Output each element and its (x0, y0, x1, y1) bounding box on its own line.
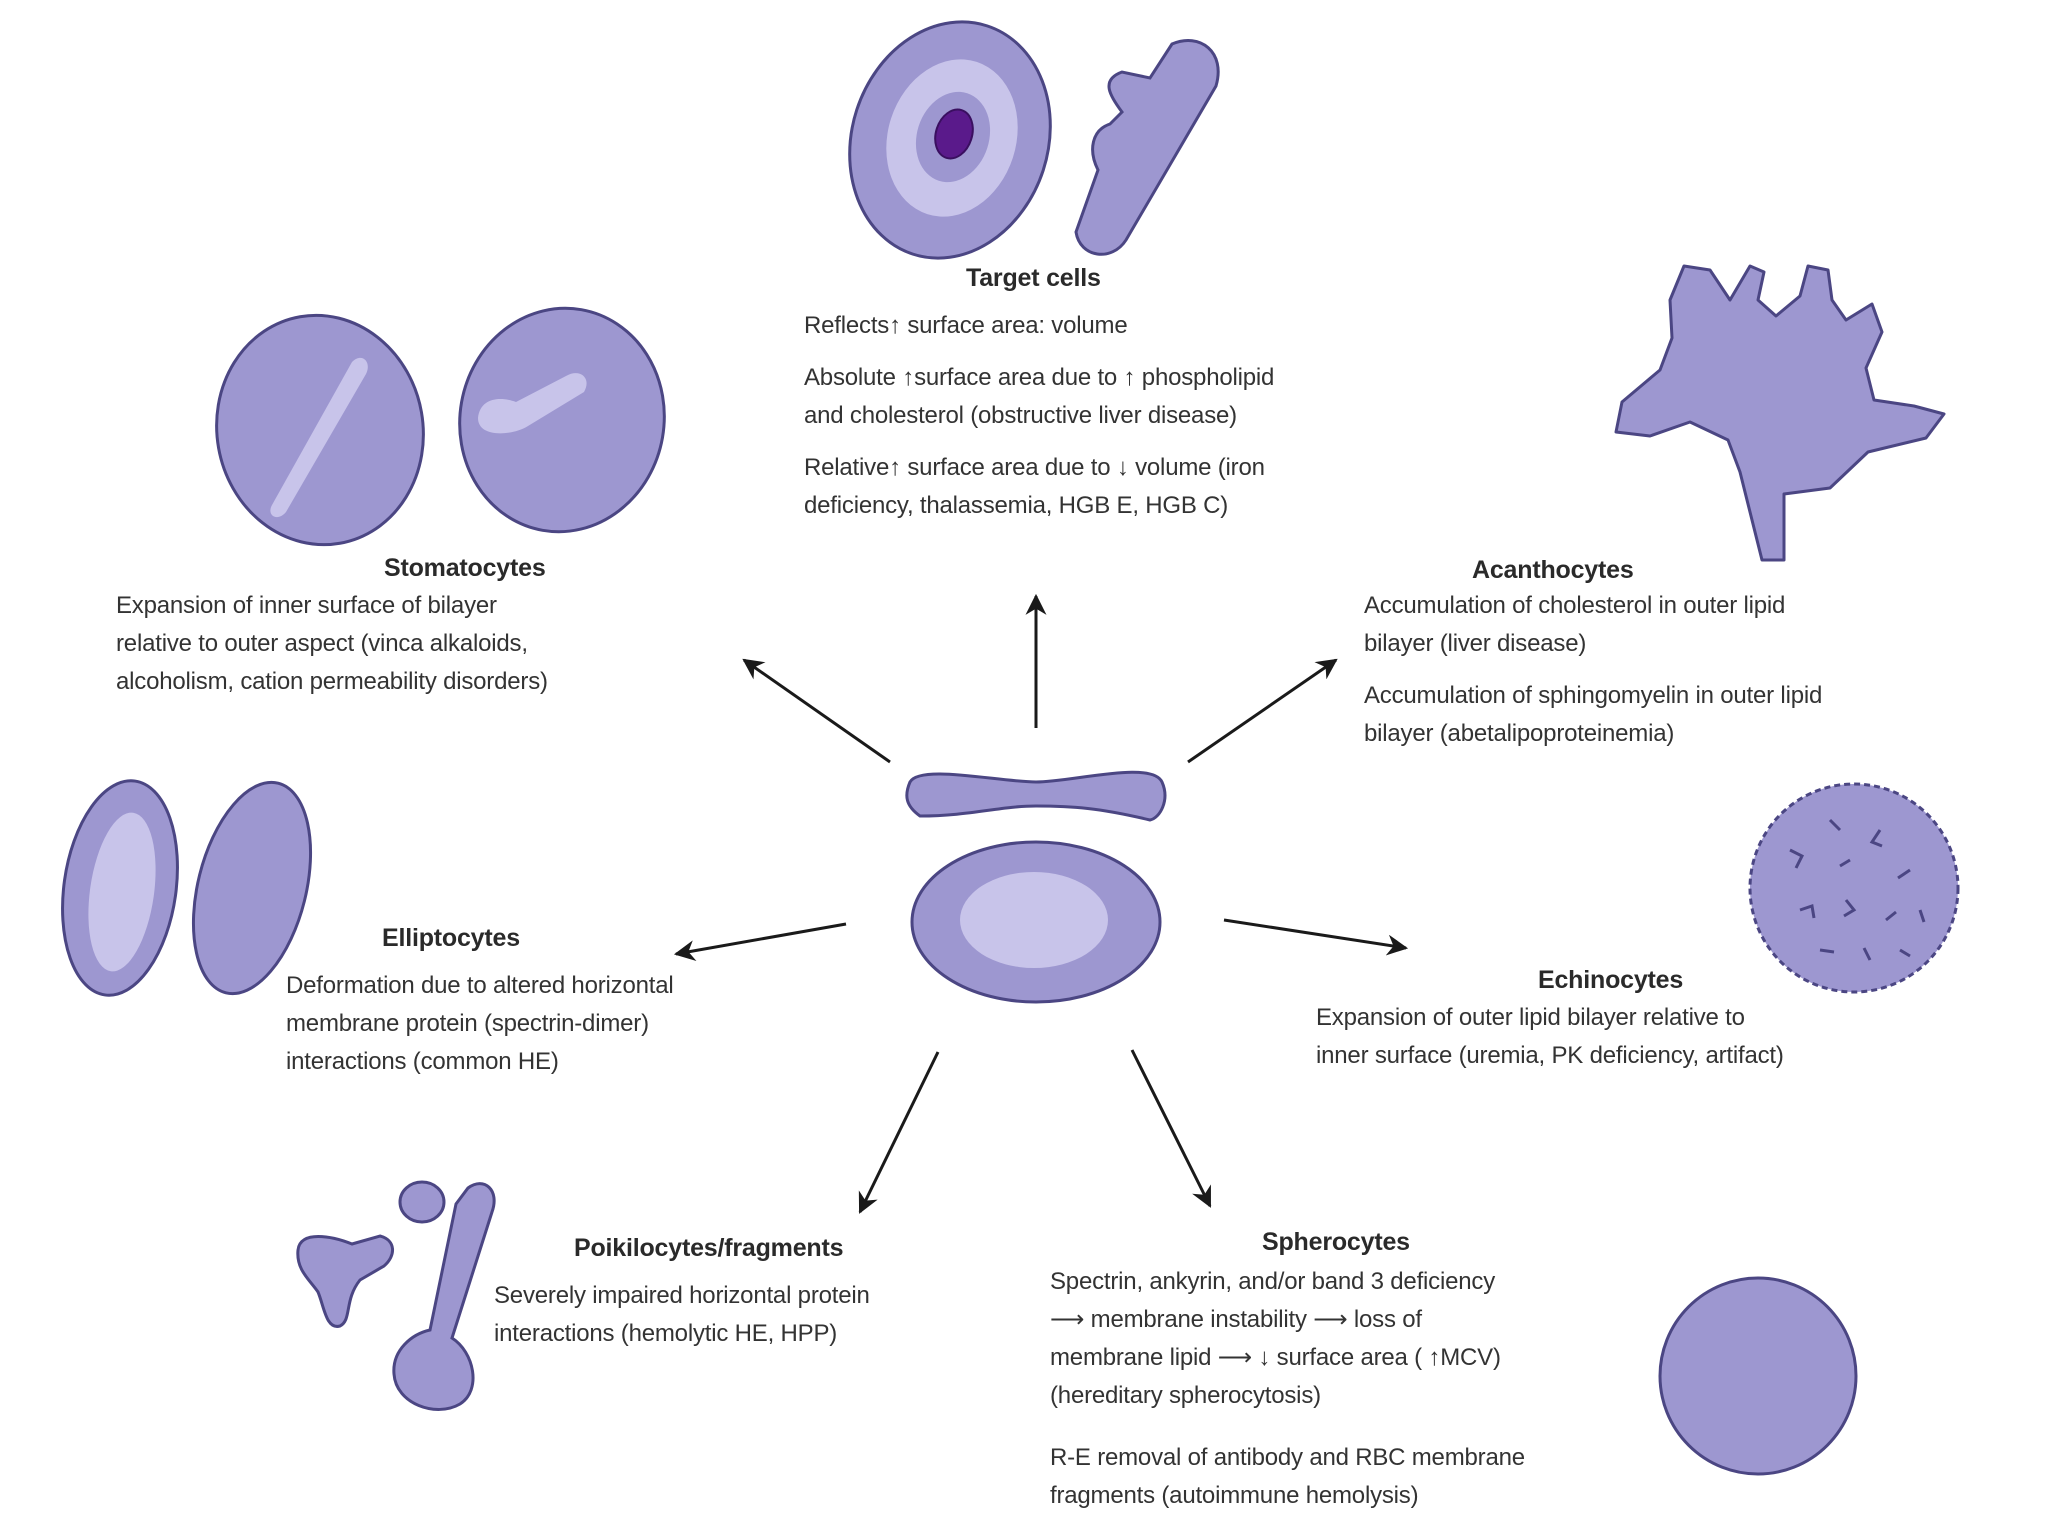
acanthocytes-line-2: Accumulation of sphingomyelin in outer l… (1364, 682, 1823, 747)
target-cell-illustration (848, 20, 1052, 260)
arrow-to-elliptocytes (673, 922, 847, 962)
acanthocytes-title: Acanthocytes (1472, 556, 1634, 584)
poikilocytes-block: Poikilocytes/fragments Severely impaired… (494, 1234, 1034, 1353)
poikilocytes-title: Poikilocytes/fragments (574, 1234, 844, 1262)
target-cells-line-3: Relative↑ surface area due to ↓ volume (… (804, 454, 1265, 519)
stomatocytes-title: Stomatocytes (384, 554, 546, 582)
poikilocytes-description: Severely impaired horizontal protein int… (494, 1282, 870, 1347)
spherocytes-line-2: R-E removal of antibody and RBC membrane… (1050, 1444, 1525, 1509)
target-cells-title: Target cells (966, 264, 1101, 292)
acanthocytes-block: Acanthocytes Accumulation of cholesterol… (1364, 556, 2004, 753)
spherocytes-block: Spherocytes Spectrin, ankyrin, and/or ba… (1050, 1228, 1670, 1515)
echinocytes-block: Echinocytes Expansion of outer lipid bil… (1316, 966, 1996, 1075)
echinocyte-illustration (1748, 782, 1960, 994)
arrow-to-poikilocytes (858, 1051, 940, 1214)
stomatocytes-block: Stomatocytes Expansion of inner surface … (116, 554, 736, 701)
target-cells-line-2: Absolute ↑surface area due to ↑ phosphol… (804, 364, 1275, 429)
target-cells-line-1: Reflects↑ surface area: volume (804, 312, 1128, 339)
elliptocytes-description: Deformation due to altered horizontal me… (286, 972, 674, 1075)
normal-rbc-illustration (905, 770, 1167, 1004)
spherocytes-line-1: Spectrin, ankyrin, and/or band 3 deficie… (1050, 1268, 1501, 1409)
elliptocytes-title: Elliptocytes (382, 924, 520, 952)
elliptocyte-illustration (61, 779, 313, 997)
stomatocytes-description: Expansion of inner surface of bilayer re… (116, 592, 548, 695)
poikilocyte-illustration (296, 1180, 496, 1411)
echinocytes-description: Expansion of outer lipid bilayer relativ… (1316, 1004, 1784, 1069)
stomatocyte-illustration (215, 306, 666, 547)
arrow-to-echinocytes (1223, 918, 1409, 956)
arrow-to-spherocytes (1130, 1049, 1212, 1208)
arrow-to-stomatocytes (742, 658, 891, 764)
spherocytes-title: Spherocytes (1262, 1228, 1410, 1256)
acanthocytes-line-1: Accumulation of cholesterol in outer lip… (1364, 592, 1786, 657)
target-cells-block: Target cells Reflects↑ surface area: vol… (804, 264, 1444, 525)
target-cell-rod-illustration (1074, 39, 1220, 256)
acanthocyte-illustration (1614, 264, 1946, 562)
echinocytes-title: Echinocytes (1538, 966, 1684, 994)
elliptocytes-block: Elliptocytes Deformation due to altered … (286, 924, 846, 1081)
spherocyte-illustration (1658, 1276, 1858, 1476)
arrow-to-acanthocytes (1187, 658, 1338, 764)
